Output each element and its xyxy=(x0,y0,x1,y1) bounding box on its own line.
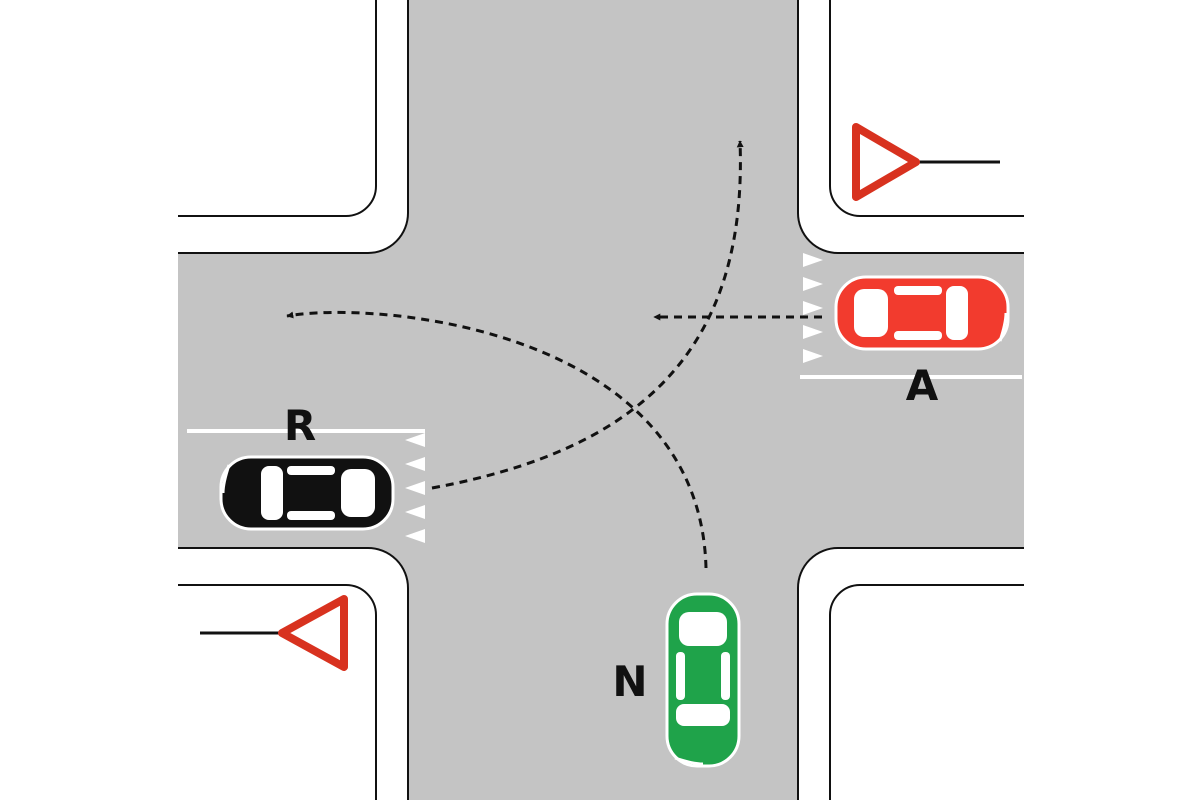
path-r-left xyxy=(431,140,744,490)
outer-curb-se xyxy=(797,547,1024,800)
car-r-label: R xyxy=(284,401,316,450)
outer-curb-nw xyxy=(178,0,409,254)
yield-sign-icon xyxy=(852,123,920,201)
yield-sign-icon xyxy=(278,595,348,671)
inner-curb-ne xyxy=(829,0,1024,217)
corner-fillet-nw xyxy=(368,213,408,253)
car-a xyxy=(834,275,1010,351)
car-icon xyxy=(665,592,741,768)
path-n-left xyxy=(286,310,708,569)
car-n-label: N xyxy=(612,657,647,706)
outer-curb-ne xyxy=(797,0,1024,254)
corner-fillet-se xyxy=(798,548,838,588)
road-markings xyxy=(187,253,1022,543)
yield-tooth xyxy=(405,457,425,471)
yield-tooth xyxy=(405,529,425,543)
yield-tooth xyxy=(803,349,823,363)
yield-tooth xyxy=(803,277,823,291)
curbs xyxy=(178,0,1024,800)
inner-curb-nw xyxy=(178,0,377,217)
yield-line-east xyxy=(803,253,823,363)
yield-tooth xyxy=(405,481,425,495)
car-icon xyxy=(834,275,1010,351)
yield-line-west xyxy=(405,433,425,543)
yield-tooth xyxy=(803,301,823,315)
yield-tooth xyxy=(803,325,823,339)
yield-tooth xyxy=(405,505,425,519)
inner-curb-se xyxy=(829,584,1024,800)
car-icon xyxy=(219,455,395,531)
corner-fillet-ne xyxy=(798,213,838,253)
yield-tooth xyxy=(803,253,823,267)
car-n xyxy=(665,592,741,768)
yield-sign-sw xyxy=(200,595,348,671)
corner-fillet-sw xyxy=(368,548,408,588)
yield-sign-ne xyxy=(852,123,1000,201)
trajectories xyxy=(286,140,822,569)
inner-curb-sw xyxy=(178,584,377,800)
yield-tooth xyxy=(405,433,425,447)
car-a-label: A xyxy=(906,361,939,410)
car-r xyxy=(219,455,395,531)
road-surface xyxy=(178,0,1024,800)
outer-curb-sw xyxy=(178,547,409,800)
